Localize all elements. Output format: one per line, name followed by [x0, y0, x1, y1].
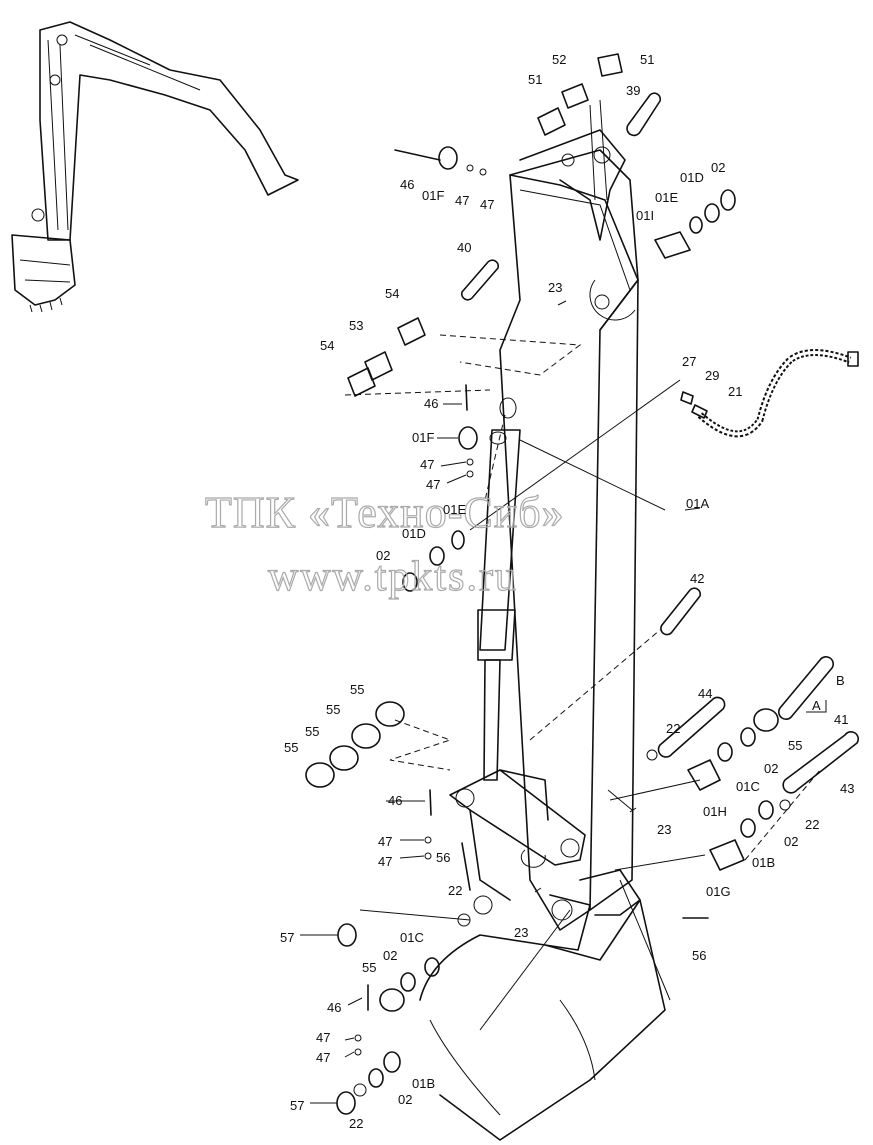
callout-53: 53 [349, 318, 363, 333]
callout-55: 55 [788, 738, 802, 753]
callout-56: 56 [692, 948, 706, 963]
callout-01A: 01A [686, 496, 709, 511]
callout-29: 29 [705, 368, 719, 383]
callout-47: 47 [455, 193, 469, 208]
callout-40: 40 [457, 240, 471, 255]
callout-22: 22 [805, 817, 819, 832]
callout-51: 51 [640, 52, 654, 67]
callout-55: 55 [350, 682, 364, 697]
callout-23: 23 [514, 925, 528, 940]
watermark: ТПК «Техно-Сиб» www.tpkts.ru [204, 487, 565, 600]
callout-54: 54 [385, 286, 399, 301]
bucket [419, 879, 671, 1141]
callout-22: 22 [349, 1116, 363, 1131]
callout-47: 47 [378, 854, 392, 869]
bucket-linkage [449, 769, 591, 951]
callout-55: 55 [284, 740, 298, 755]
callout-02: 02 [784, 834, 798, 849]
callout-47: 47 [316, 1050, 330, 1065]
callout-01E: 01E [443, 502, 466, 517]
callout-55: 55 [362, 960, 376, 975]
callout-52: 52 [552, 52, 566, 67]
callout-47: 47 [480, 197, 494, 212]
leader-lines [344, 334, 821, 1031]
callout-01C: 01C [400, 930, 424, 945]
hydraulic-hose [680, 349, 859, 438]
callout-01B: 01B [412, 1076, 435, 1091]
callout-B: B [836, 673, 845, 688]
callout-01D: 01D [680, 170, 704, 185]
callout-55: 55 [326, 702, 340, 717]
callout-21: 21 [728, 384, 742, 399]
callout-47: 47 [426, 477, 440, 492]
callout-22: 22 [666, 721, 680, 736]
callout-01I: 01I [636, 208, 654, 223]
callout-46: 46 [400, 177, 414, 192]
callout-27: 27 [682, 354, 696, 369]
watermark-site: www.tpkts.ru [268, 554, 518, 600]
callout-51: 51 [528, 72, 542, 87]
callout-41: 41 [834, 712, 848, 727]
callout-01F: 01F [412, 430, 434, 445]
callout-labels: 51 52 51 39 46 01F 47 47 01D 02 01E 01I … [280, 52, 854, 1131]
callout-57: 57 [280, 930, 294, 945]
callout-47: 47 [378, 834, 392, 849]
callout-02: 02 [764, 761, 778, 776]
bucket-cylinder [477, 397, 521, 781]
callout-02: 02 [376, 548, 390, 563]
watermark-company: ТПК «Техно-Сиб» [205, 488, 565, 537]
callout-02: 02 [383, 948, 397, 963]
callout-01H: 01H [703, 804, 727, 819]
callout-01E: 01E [655, 190, 678, 205]
callout-47: 47 [420, 457, 434, 472]
callout-57: 57 [290, 1098, 304, 1113]
callout-A: A [812, 698, 821, 713]
callout-01B: 01B [752, 855, 775, 870]
callout-01D: 01D [402, 526, 426, 541]
callout-43: 43 [840, 781, 854, 796]
callout-44: 44 [698, 686, 712, 701]
label-leaders [300, 403, 827, 1104]
callout-01G: 01G [706, 884, 731, 899]
callout-23: 23 [657, 822, 671, 837]
callout-47: 47 [316, 1030, 330, 1045]
callout-22: 22 [448, 883, 462, 898]
boom-overview-sketch [11, 21, 299, 313]
callout-02: 02 [711, 160, 725, 175]
callout-55: 55 [305, 724, 319, 739]
callout-39: 39 [626, 83, 640, 98]
callout-42: 42 [690, 571, 704, 586]
callout-46: 46 [424, 396, 438, 411]
callout-46: 46 [327, 1000, 341, 1015]
callout-02: 02 [398, 1092, 412, 1107]
callout-54: 54 [320, 338, 334, 353]
callout-23: 23 [548, 280, 562, 295]
callout-01C: 01C [736, 779, 760, 794]
callout-01F: 01F [422, 188, 444, 203]
callout-56: 56 [436, 850, 450, 865]
